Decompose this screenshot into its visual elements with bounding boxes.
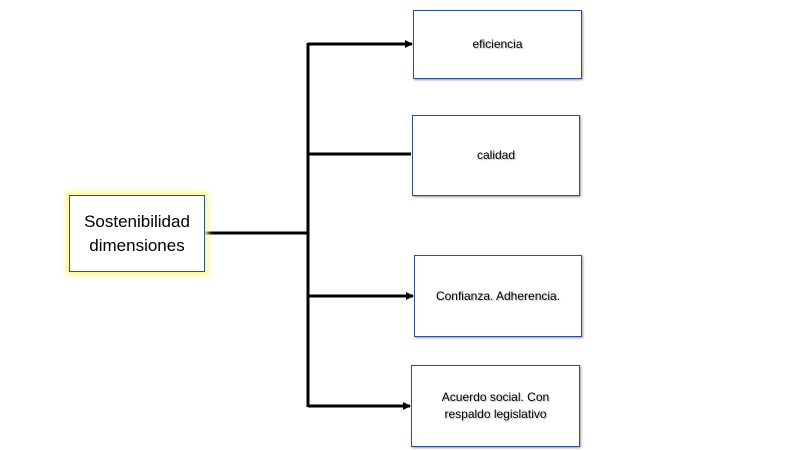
- node-label: calidad: [476, 148, 516, 162]
- node-confianza: Confianza. Adherencia.: [414, 255, 582, 337]
- node-label-line2: respaldo legislativo: [444, 407, 547, 421]
- node-label: Confianza. Adherencia.: [435, 288, 561, 303]
- root-node: Sostenibilidad dimensiones: [69, 195, 205, 272]
- node-acuerdo: Acuerdo social. Con respaldo legislativo: [411, 365, 580, 447]
- root-label-line1: Sostenibilidad: [84, 211, 190, 231]
- node-label-line1: Acuerdo social. Con: [441, 390, 550, 404]
- root-label-line2: dimensiones: [89, 235, 185, 255]
- node-calidad: calidad: [412, 115, 580, 196]
- node-eficiencia: eficiencia: [413, 10, 582, 79]
- node-label: eficiencia: [472, 37, 523, 51]
